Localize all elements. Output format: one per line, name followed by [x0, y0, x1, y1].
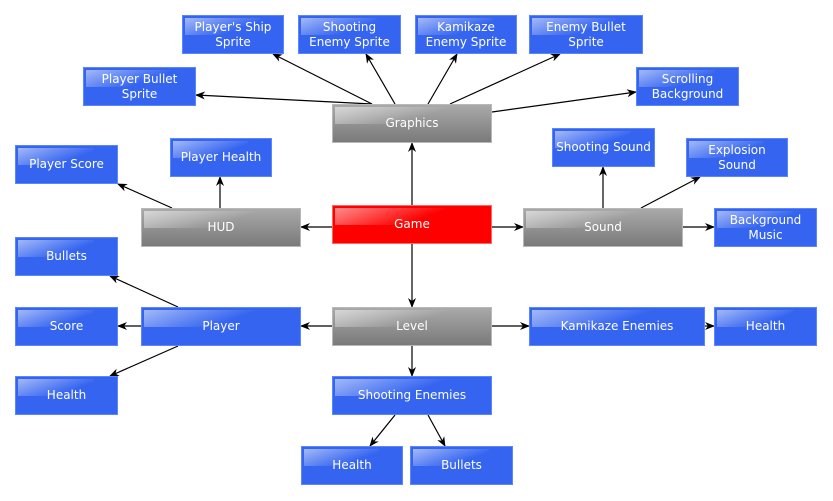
node-label: Shooting Enemies — [357, 388, 467, 402]
node-pscore[interactable]: Player Score — [15, 145, 118, 184]
edge-graphics-to-ebullet — [449, 53, 561, 105]
node-label: Player Bullet Sprite — [101, 71, 178, 101]
node-game[interactable]: Game — [332, 205, 492, 244]
node-label: Kamikaze Enemies — [560, 319, 674, 333]
edge-shoot-to-shoothealth — [369, 414, 396, 447]
node-label: Enemy Bullet Sprite — [546, 19, 626, 49]
node-esound[interactable]: Explosion Sound — [686, 138, 788, 177]
edge-hud-to-pscore — [117, 183, 173, 209]
node-label: Explosion Sound — [708, 142, 766, 172]
node-plbullets[interactable]: Bullets — [15, 237, 118, 276]
node-shoothealth[interactable]: Health — [301, 446, 403, 485]
node-kamihealth[interactable]: Health — [714, 307, 817, 346]
edge-graphics-to-ship — [272, 53, 373, 105]
node-label: Health — [46, 388, 87, 402]
node-label: Player Score — [29, 157, 104, 171]
edge-graphics-to-scroll — [491, 89, 637, 113]
node-sound[interactable]: Sound — [523, 208, 683, 247]
node-label: Health — [332, 458, 372, 472]
node-plscore[interactable]: Score — [15, 307, 118, 346]
node-shoot[interactable]: Shooting Enemies — [332, 376, 492, 415]
edge-sound-to-esound — [640, 176, 701, 209]
edge-graphics-to-kamispr — [427, 53, 458, 105]
node-shootbullets[interactable]: Bullets — [410, 446, 513, 485]
node-label: Shooting Enemy Sprite — [309, 19, 390, 49]
node-label: Kamikaze Enemy Sprite — [425, 19, 507, 49]
node-ssound[interactable]: Shooting Sound — [552, 128, 655, 167]
node-level[interactable]: Level — [332, 307, 492, 346]
node-shootspr[interactable]: Shooting Enemy Sprite — [298, 15, 401, 54]
node-ebullet[interactable]: Enemy Bullet Sprite — [529, 15, 643, 54]
node-bgm[interactable]: Background Music — [714, 208, 817, 247]
node-label: Player Health — [180, 150, 262, 164]
node-label: Health — [745, 319, 786, 333]
node-label: Game — [394, 217, 430, 231]
edge-graphics-to-shootspr — [365, 53, 396, 105]
node-label: Score — [49, 319, 84, 333]
node-plhealth[interactable]: Health — [15, 376, 118, 415]
node-graphics[interactable]: Graphics — [332, 104, 492, 143]
node-pbullet[interactable]: Player Bullet Sprite — [83, 67, 196, 106]
node-label: Level — [396, 319, 428, 333]
edge-graphics-to-pbullet — [195, 91, 373, 105]
node-kamispr[interactable]: Kamikaze Enemy Sprite — [415, 15, 517, 54]
node-label: Player's Ship Sprite — [194, 19, 272, 49]
node-phealth[interactable]: Player Health — [170, 138, 272, 177]
node-label: Shooting Sound — [556, 140, 651, 154]
node-hud[interactable]: HUD — [141, 208, 301, 247]
node-label: HUD — [207, 220, 235, 234]
node-label: Sound — [584, 220, 622, 234]
node-player[interactable]: Player — [141, 307, 301, 346]
node-scroll[interactable]: Scrolling Background — [636, 67, 739, 106]
node-label: Scrolling Background — [651, 71, 724, 101]
node-label: Bullets — [441, 458, 482, 472]
node-kami[interactable]: Kamikaze Enemies — [529, 307, 705, 346]
node-label: Bullets — [46, 249, 87, 263]
node-ship[interactable]: Player's Ship Sprite — [182, 15, 284, 54]
edge-player-to-plbullets — [109, 275, 179, 308]
edge-player-to-plhealth — [109, 345, 179, 377]
node-label: Graphics — [385, 116, 439, 130]
node-label: Player — [202, 319, 240, 333]
node-label: Background Music — [729, 212, 802, 242]
edge-shoot-to-shootbullets — [427, 414, 446, 447]
